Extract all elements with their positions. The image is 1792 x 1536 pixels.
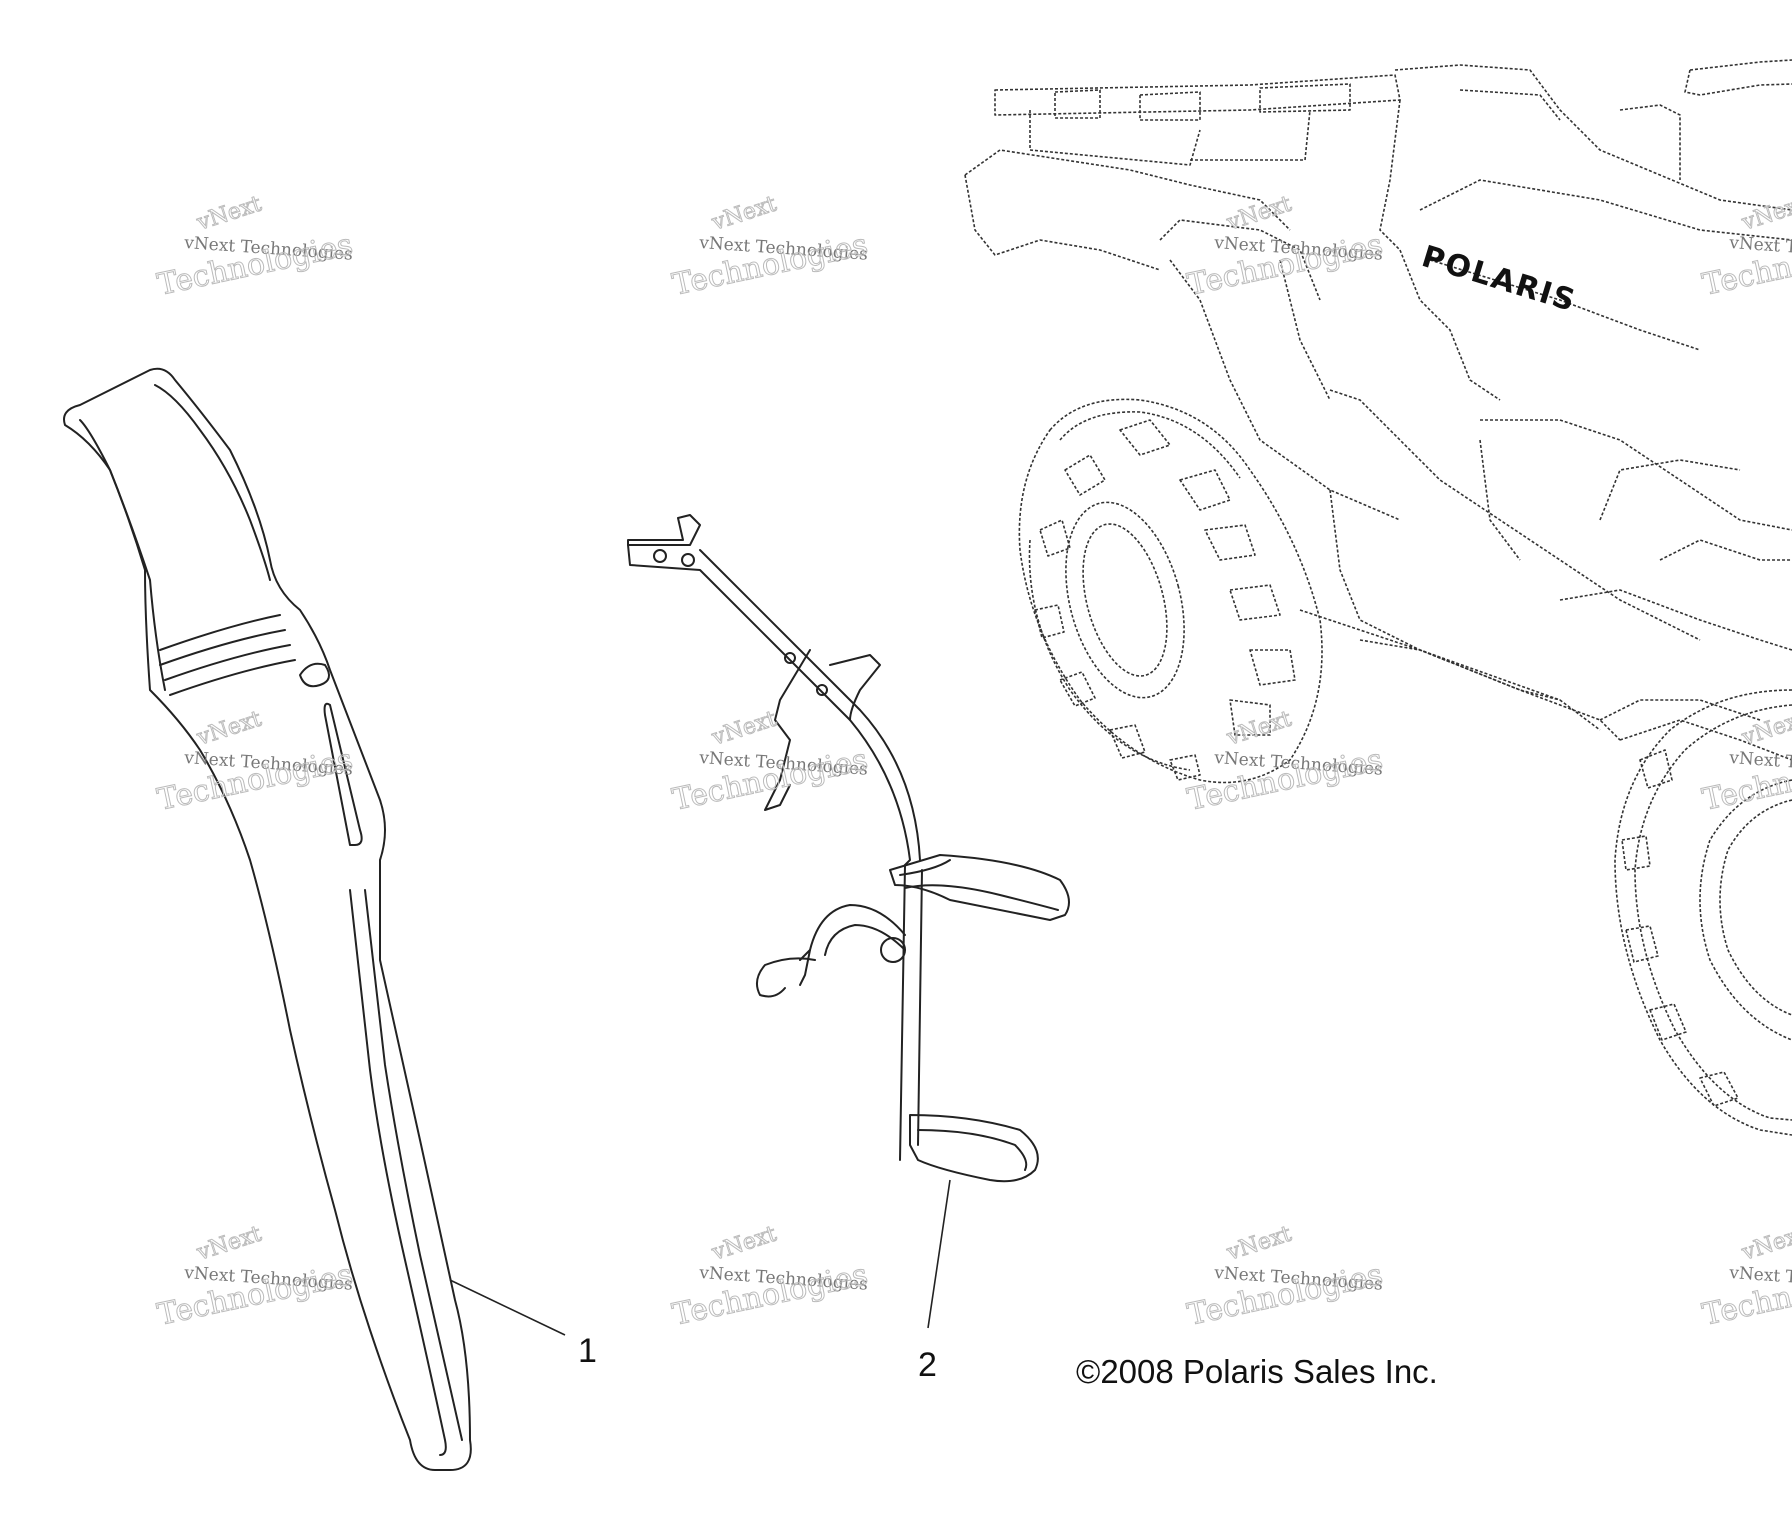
copyright-text: ©2008 Polaris Sales Inc. — [1076, 1353, 1438, 1390]
watermark-line0: vNext — [193, 707, 265, 752]
watermark-line0: vNext — [1223, 707, 1295, 752]
watermark-line0: vNext — [708, 192, 780, 237]
watermark-tile: vNext vNext Technologies Technologies — [1184, 706, 1386, 818]
watermark-line0: vNext — [1223, 1222, 1295, 1267]
watermark-tile: vNext vNext Technologies Technologies — [1699, 706, 1792, 818]
watermark-tile: vNext vNext Technologies Technologies — [154, 191, 356, 303]
watermark-line0: vNext — [193, 192, 265, 237]
watermark-tile: vNext vNext Technologies Technologies — [1184, 191, 1386, 303]
watermark-tile: vNext vNext Technologies Technologies — [154, 1221, 356, 1333]
watermark-line0: vNext — [1738, 192, 1792, 237]
watermark-tile: vNext vNext Technologies Technologies — [1699, 1221, 1792, 1333]
watermark-tile: vNext vNext Technologies Technologies — [669, 191, 871, 303]
callout-1: 1 — [578, 1332, 597, 1370]
watermark-line0: vNext — [193, 1222, 265, 1267]
watermark-line0: vNext — [1738, 1222, 1792, 1267]
leader-line-1 — [449, 1279, 566, 1336]
brand-decal: POLARIS — [1418, 239, 1581, 319]
part-1-scabbard — [63, 367, 472, 1471]
watermark-line0: vNext — [708, 707, 780, 752]
watermark-tile: vNext vNext Technologies Technologies — [1184, 1221, 1386, 1333]
leader-line-2 — [927, 1179, 951, 1329]
watermark-line0: vNext — [1738, 707, 1792, 752]
part-2-holder-bracket — [627, 514, 1070, 1183]
watermark-tile: vNext vNext Technologies Technologies — [1699, 191, 1792, 303]
watermark-tile: vNext vNext Technologies Technologies — [669, 1221, 871, 1333]
watermark-line0: vNext — [708, 1222, 780, 1267]
atv-outline: POLARIS — [964, 59, 1792, 1136]
callout-2: 2 — [918, 1346, 937, 1384]
